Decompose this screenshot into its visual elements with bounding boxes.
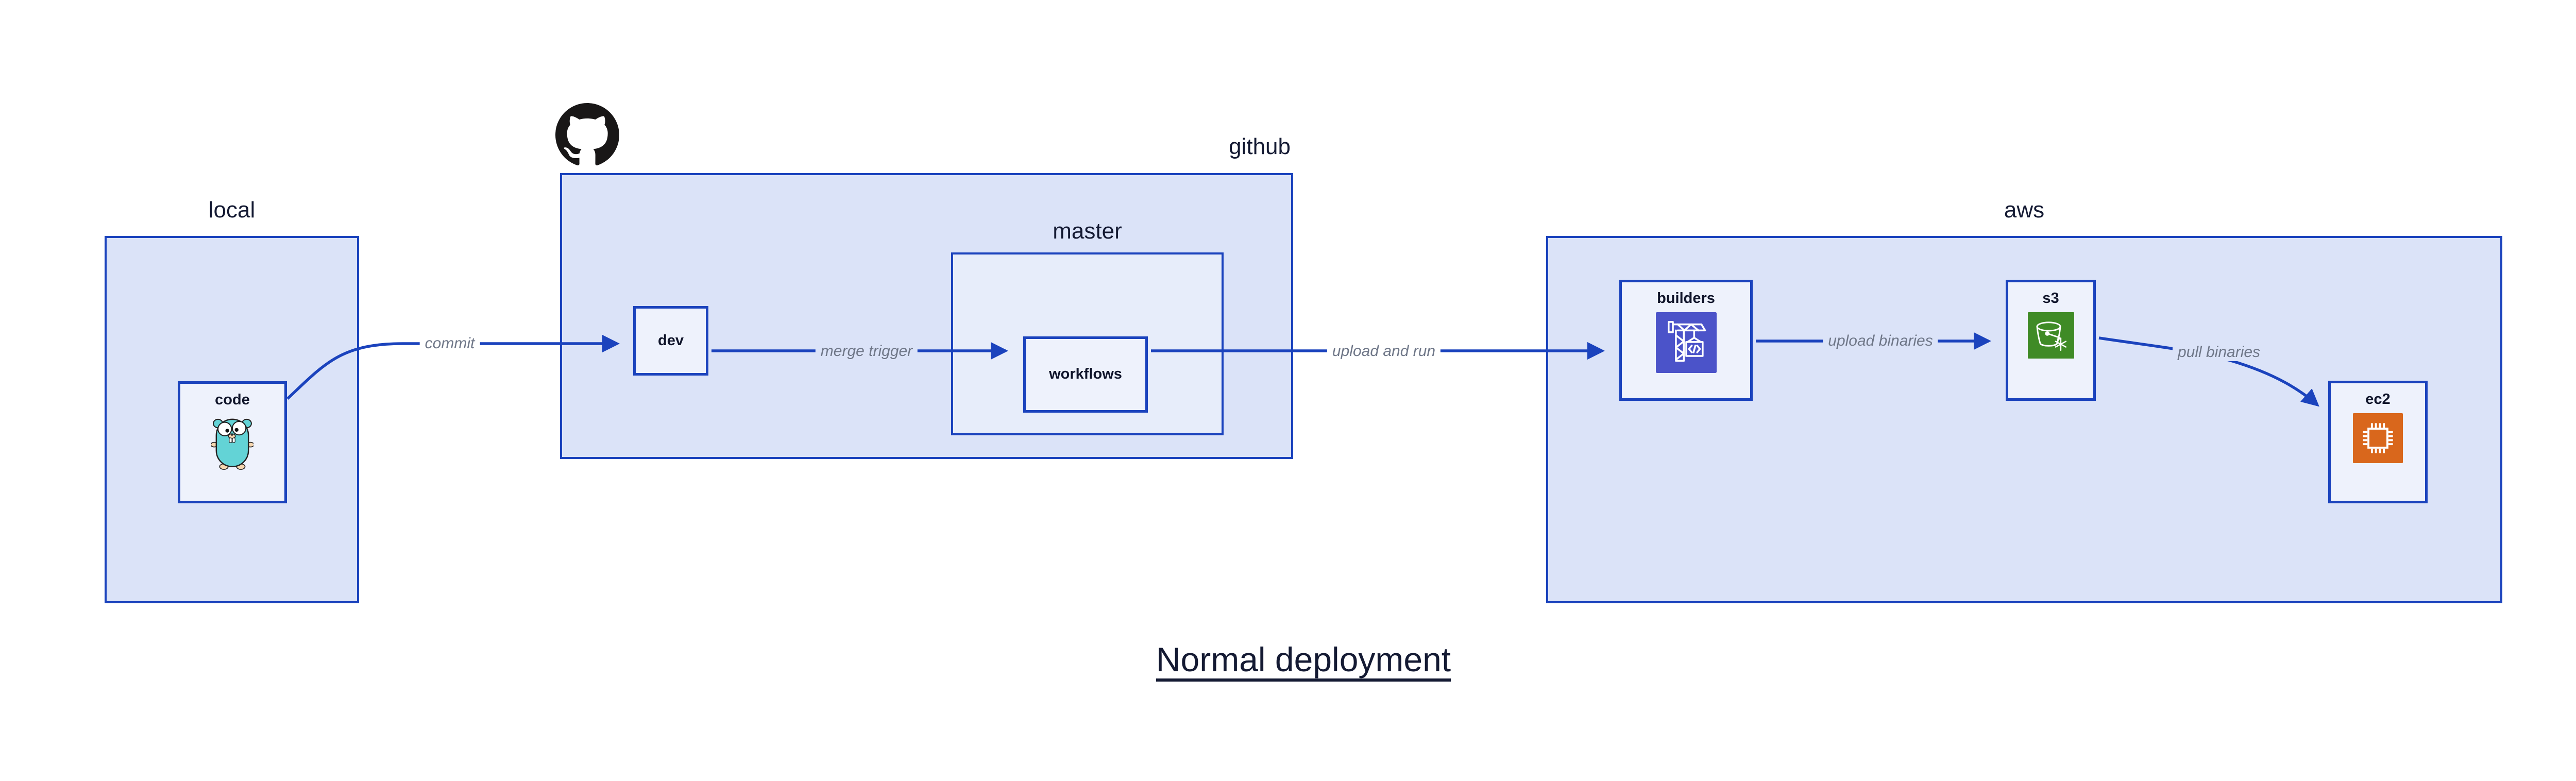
region-master-label: master — [1053, 218, 1122, 244]
node-ec2: ec2 — [2328, 381, 2428, 503]
edge-upload-and-run-label: upload and run — [1327, 343, 1441, 360]
node-workflows-label: workflows — [1049, 366, 1122, 383]
aws-codebuild-crane-icon — [1655, 312, 1717, 373]
region-local-label: local — [208, 197, 256, 223]
node-builders-label: builders — [1657, 290, 1715, 307]
edge-upload-binaries-label: upload binaries — [1823, 332, 1938, 350]
github-octocat-icon — [555, 103, 619, 165]
node-s3-label: s3 — [2042, 290, 2059, 307]
node-builders: builders — [1619, 280, 1753, 401]
node-ec2-label: ec2 — [2365, 391, 2391, 408]
go-gopher-icon — [211, 418, 253, 470]
diagram-title: Normal deployment — [1156, 640, 1451, 678]
node-s3: s3 — [2006, 280, 2096, 401]
node-dev: dev — [633, 306, 708, 376]
region-github-label: github — [1229, 134, 1291, 159]
edge-merge-trigger-label: merge trigger — [815, 343, 918, 360]
aws-s3-bucket-snowflake-icon — [2027, 312, 2074, 359]
edge-commit-label: commit — [419, 335, 480, 352]
node-code: code — [178, 381, 287, 503]
node-workflows: workflows — [1023, 336, 1148, 413]
region-aws-label: aws — [2004, 197, 2045, 223]
aws-ec2-chip-icon — [2353, 413, 2403, 463]
edge-pull-binaries-label: pull binaries — [2172, 344, 2266, 361]
node-code-label: code — [215, 392, 250, 408]
node-dev-label: dev — [658, 332, 684, 349]
